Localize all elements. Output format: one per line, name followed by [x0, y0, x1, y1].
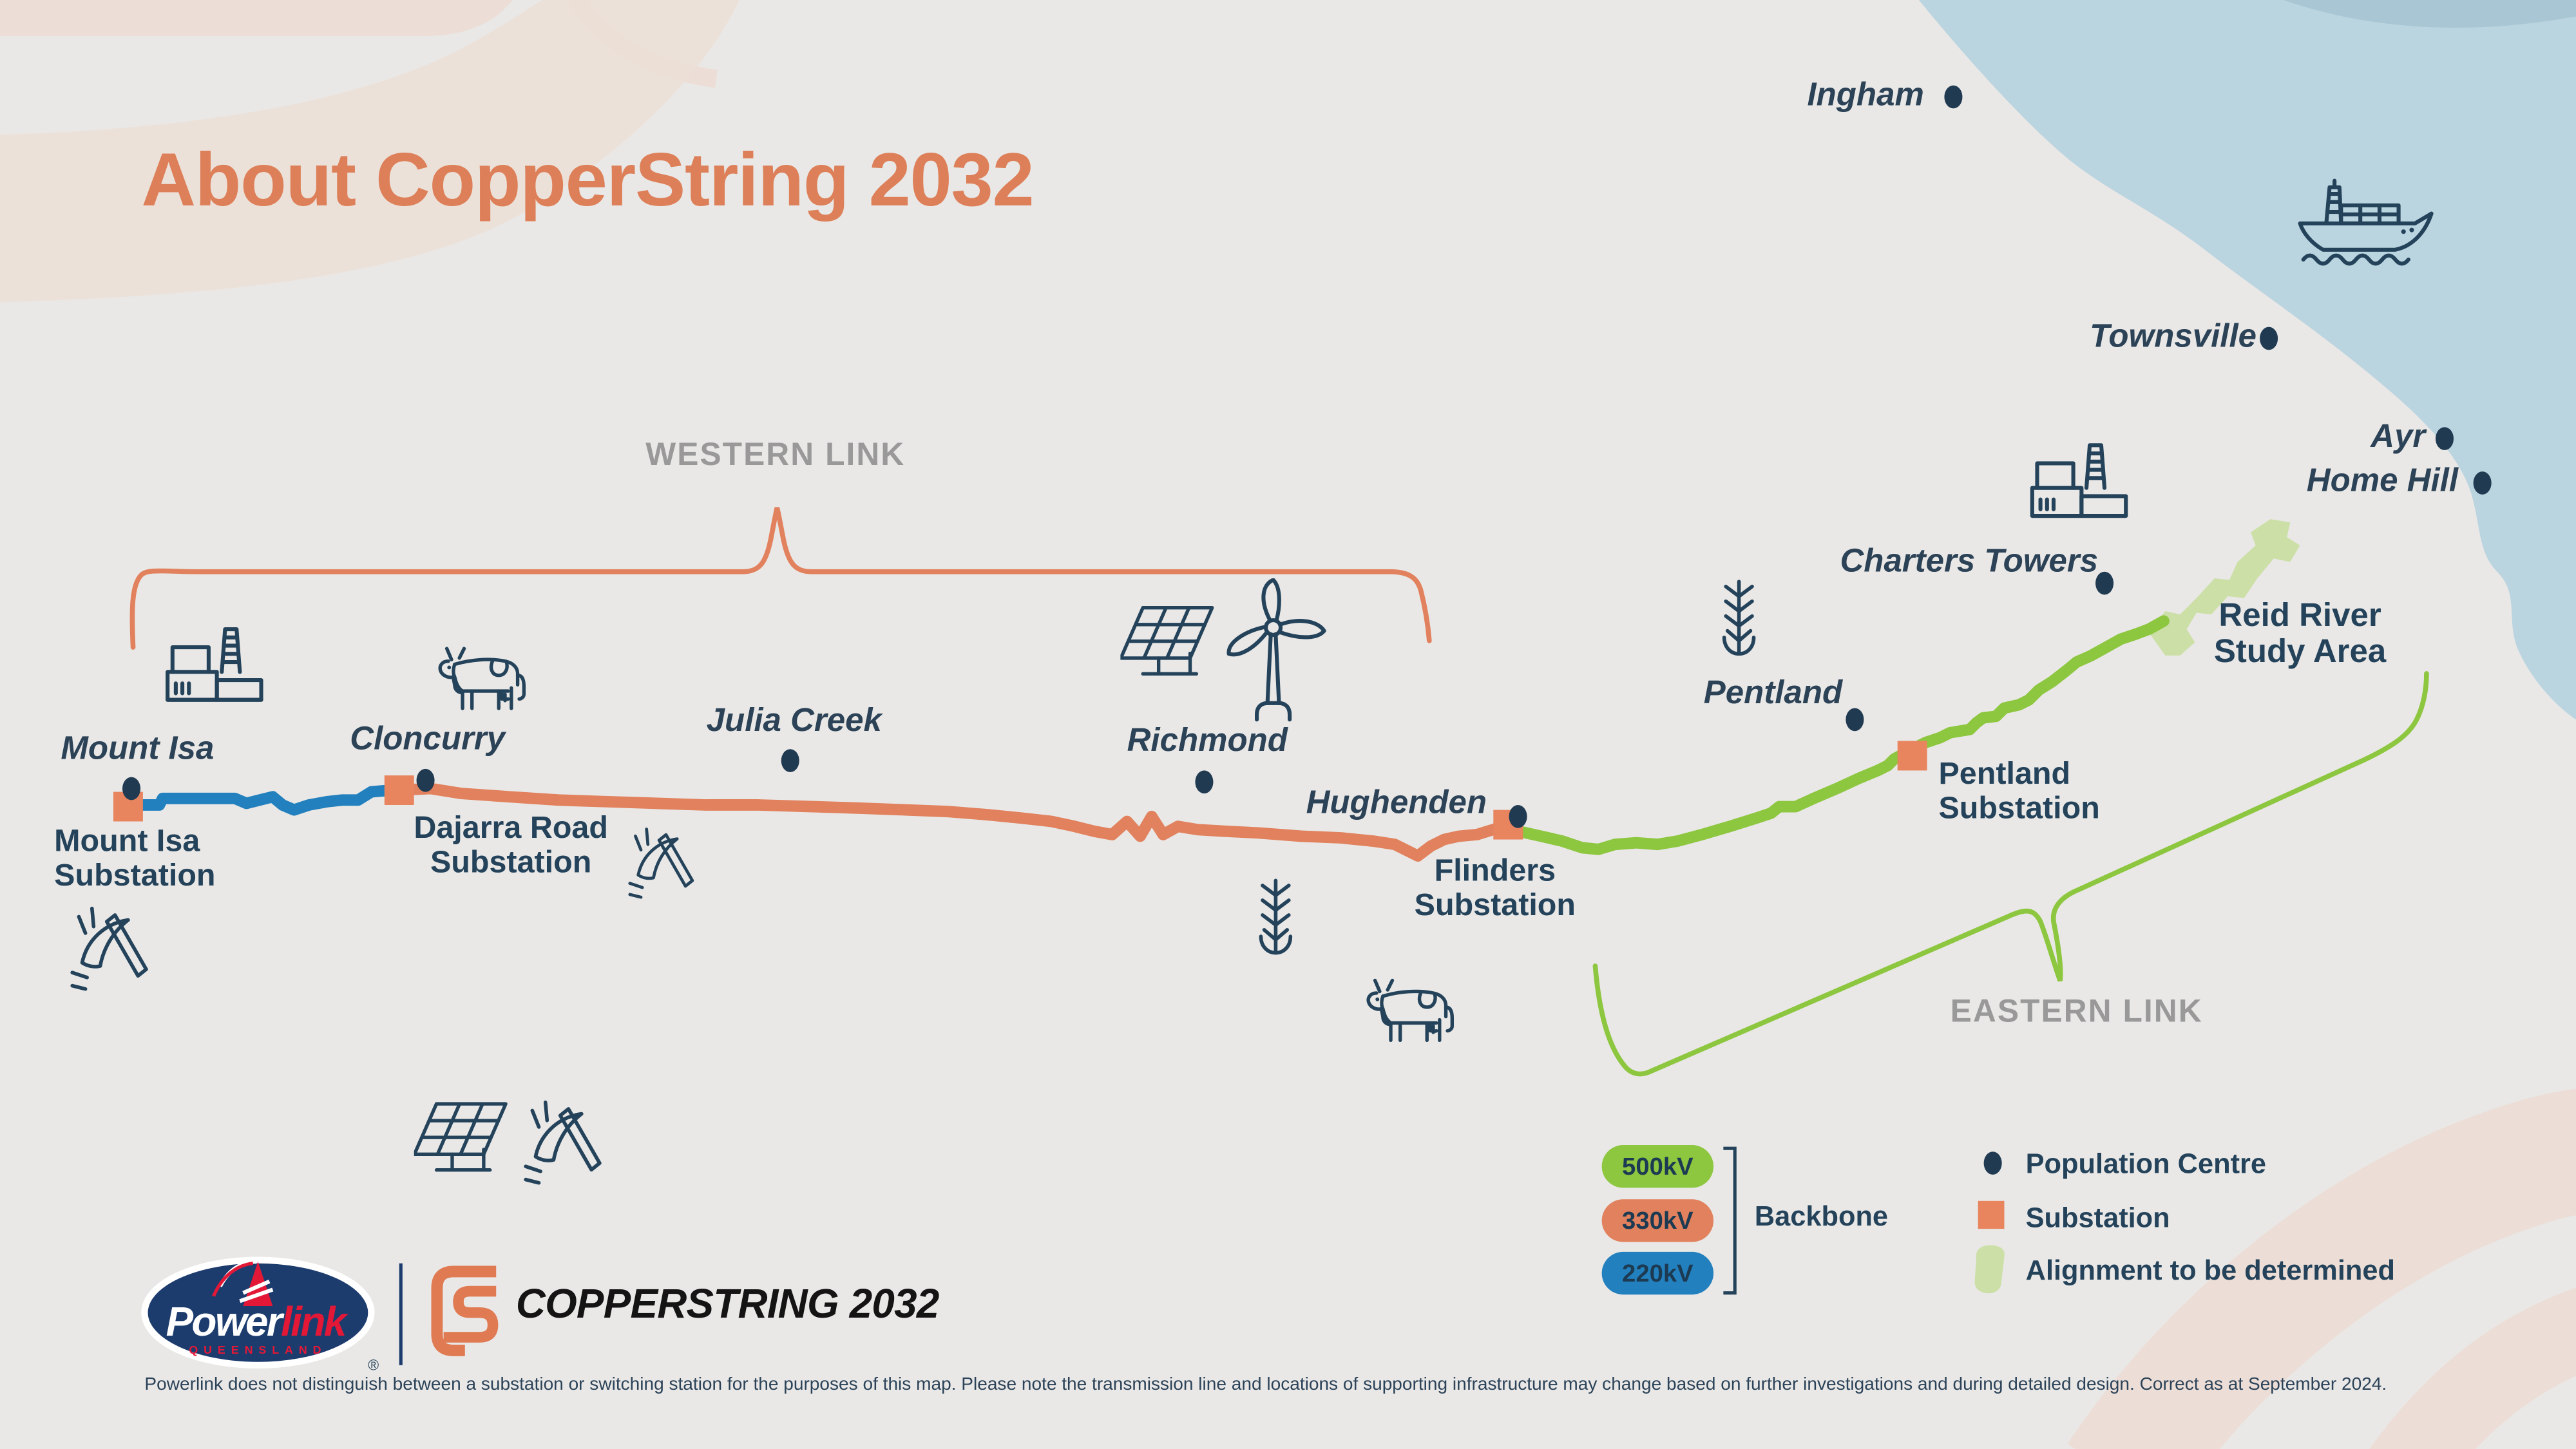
wind-turbine-icon — [1229, 580, 1324, 720]
powerlink-logo: Powerlink QUEENSLAND ® — [141, 1256, 379, 1374]
substation-marker-pentland — [1897, 741, 1927, 771]
eastern-link-label: EASTERN LINK — [1950, 994, 2203, 1030]
cs-monogram-c — [431, 1265, 497, 1356]
town-label-charters-towers: Charters Towers — [1840, 544, 2099, 580]
population-dot-ayr — [2435, 427, 2454, 450]
substation-label-flinders: Flinders Substation — [1364, 855, 1627, 923]
town-label-home-hill: Home Hill — [2306, 463, 2459, 500]
powerlink-queensland: QUEENSLAND — [189, 1343, 327, 1356]
town-label-ingham: Ingham — [1807, 77, 1924, 114]
disclaimer-text: Powerlink does not distinguish between a… — [144, 1375, 2387, 1395]
pickaxe-icon-mount-isa — [72, 909, 146, 989]
town-label-richmond: Richmond — [1127, 723, 1288, 759]
legend-population-dot — [1983, 1151, 2002, 1175]
pickaxe-icon-southwest — [526, 1103, 600, 1183]
substation-label-dajarra-road: Dajarra Road Substation — [379, 811, 642, 880]
legend-item-alignment: Alignment to be determined — [2025, 1255, 2395, 1287]
legend-pill-220kv: 220kV — [1601, 1251, 1714, 1295]
substation-label-line: Substation — [1938, 791, 2100, 827]
cow-icon-cloncurry — [440, 649, 524, 708]
solar-panel-icon-southwest — [414, 1104, 506, 1170]
powerlink-tower-slashes — [239, 1279, 274, 1303]
substation-marker-dajarra-road — [384, 775, 414, 805]
western-link-brace — [129, 507, 1432, 650]
cs-monogram-s — [443, 1285, 499, 1343]
ocean-area — [1918, 0, 2576, 720]
legend-item-population-centre: Population Centre — [2025, 1148, 2267, 1180]
legend-alignment-blob — [1974, 1245, 2005, 1294]
legend-item-substation: Substation — [2025, 1202, 2170, 1234]
substation-label-line: Dajarra Road — [414, 811, 609, 846]
legend-pill-330kv: 330kV — [1601, 1199, 1714, 1242]
western-link-label: WESTERN LINK — [645, 437, 906, 473]
population-dot-pentland — [1846, 708, 1864, 732]
line-220kv — [133, 784, 397, 816]
svg-text:Powerlink: Powerlink — [166, 1298, 349, 1345]
legend-backbone-bracket — [1723, 1146, 1737, 1295]
town-label-ayr: Ayr — [2371, 419, 2426, 455]
population-dot-cloncurry — [416, 768, 435, 792]
line-330kv — [393, 782, 1504, 862]
legend-pill-500kv: 500kV — [1601, 1145, 1714, 1188]
substation-label-line: Pentland — [1938, 757, 2071, 792]
population-dot-townsville — [2260, 327, 2278, 350]
copperstring-cs-monogram-icon — [431, 1265, 499, 1356]
ocean-dark-streak — [2284, 0, 2576, 28]
legend-backbone-label: Backbone — [1754, 1200, 1889, 1233]
town-label-townsville: Townsville — [2090, 318, 2257, 355]
town-label-pentland: Pentland — [1703, 675, 1843, 712]
powerlink-arc-red — [212, 1262, 254, 1297]
legend-substation-square — [1978, 1200, 2005, 1229]
population-dot-charters-towers — [2095, 571, 2114, 595]
logo-divider — [399, 1263, 403, 1365]
town-label-cloncurry: Cloncurry — [350, 721, 506, 758]
map-icons — [72, 181, 2431, 1183]
population-dot-ingham — [1944, 85, 1963, 109]
eastern-link-brace — [1592, 671, 2429, 1077]
reid-river-study-area-shape — [2148, 519, 2300, 656]
powerlink-tower-icon — [243, 1262, 273, 1307]
substation-label-line: Flinders — [1434, 854, 1556, 889]
page-title: About CopperString 2032 — [141, 136, 1034, 222]
wheat-icon-pentland — [1724, 582, 1754, 654]
population-dots — [122, 85, 2492, 828]
population-dot-home-hill — [2473, 471, 2492, 495]
legend-markers — [1723, 1146, 2005, 1295]
substation-label-pentland: Pentland Substation — [1938, 757, 2099, 826]
population-dot-julia-creek — [781, 749, 799, 772]
wheat-icon-richmond — [1261, 880, 1290, 952]
pink-top-strip — [0, 0, 513, 37]
study-area-label-line: Reid River — [2218, 598, 2381, 634]
pink-corner-arc-inner — [2369, 1287, 2576, 1449]
substation-label-line: Substation — [1414, 889, 1576, 923]
powerlink-ellipse — [141, 1256, 375, 1368]
population-dot-hughenden — [1509, 804, 1527, 828]
population-dot-richmond — [1195, 770, 1214, 794]
town-label-hughenden: Hughenden — [1306, 785, 1487, 822]
copperstring-wordmark: COPPERSTRING 2032 — [515, 1281, 939, 1328]
pink-title-swoosh — [0, 0, 739, 303]
pink-corner-arc-outer — [2067, 1088, 2576, 1449]
powerlink-word-link: link — [281, 1298, 349, 1345]
substation-label-line: Mount Isa — [54, 824, 200, 860]
study-area-label-line: Study Area — [2213, 634, 2387, 670]
substation-label-mount-isa: Mount Isa Substation — [54, 825, 215, 894]
cow-icon-hughenden — [1368, 980, 1452, 1040]
town-label-julia-creek: Julia Creek — [706, 703, 882, 739]
power-station-icon-mount-isa — [167, 629, 261, 700]
population-dot-mount-isa — [122, 777, 141, 800]
substation-label-line: Substation — [54, 859, 216, 894]
town-label-mount-isa: Mount Isa — [61, 731, 215, 768]
solar-panel-icon-richmond — [1121, 608, 1212, 674]
reid-river-study-area-label: Reid River Study Area — [2179, 598, 2421, 670]
powerlink-word-power: Power — [166, 1298, 285, 1345]
registered-mark: ® — [368, 1357, 379, 1374]
substation-label-line: Substation — [430, 846, 592, 881]
power-station-icon-charters-towers — [2032, 445, 2126, 516]
